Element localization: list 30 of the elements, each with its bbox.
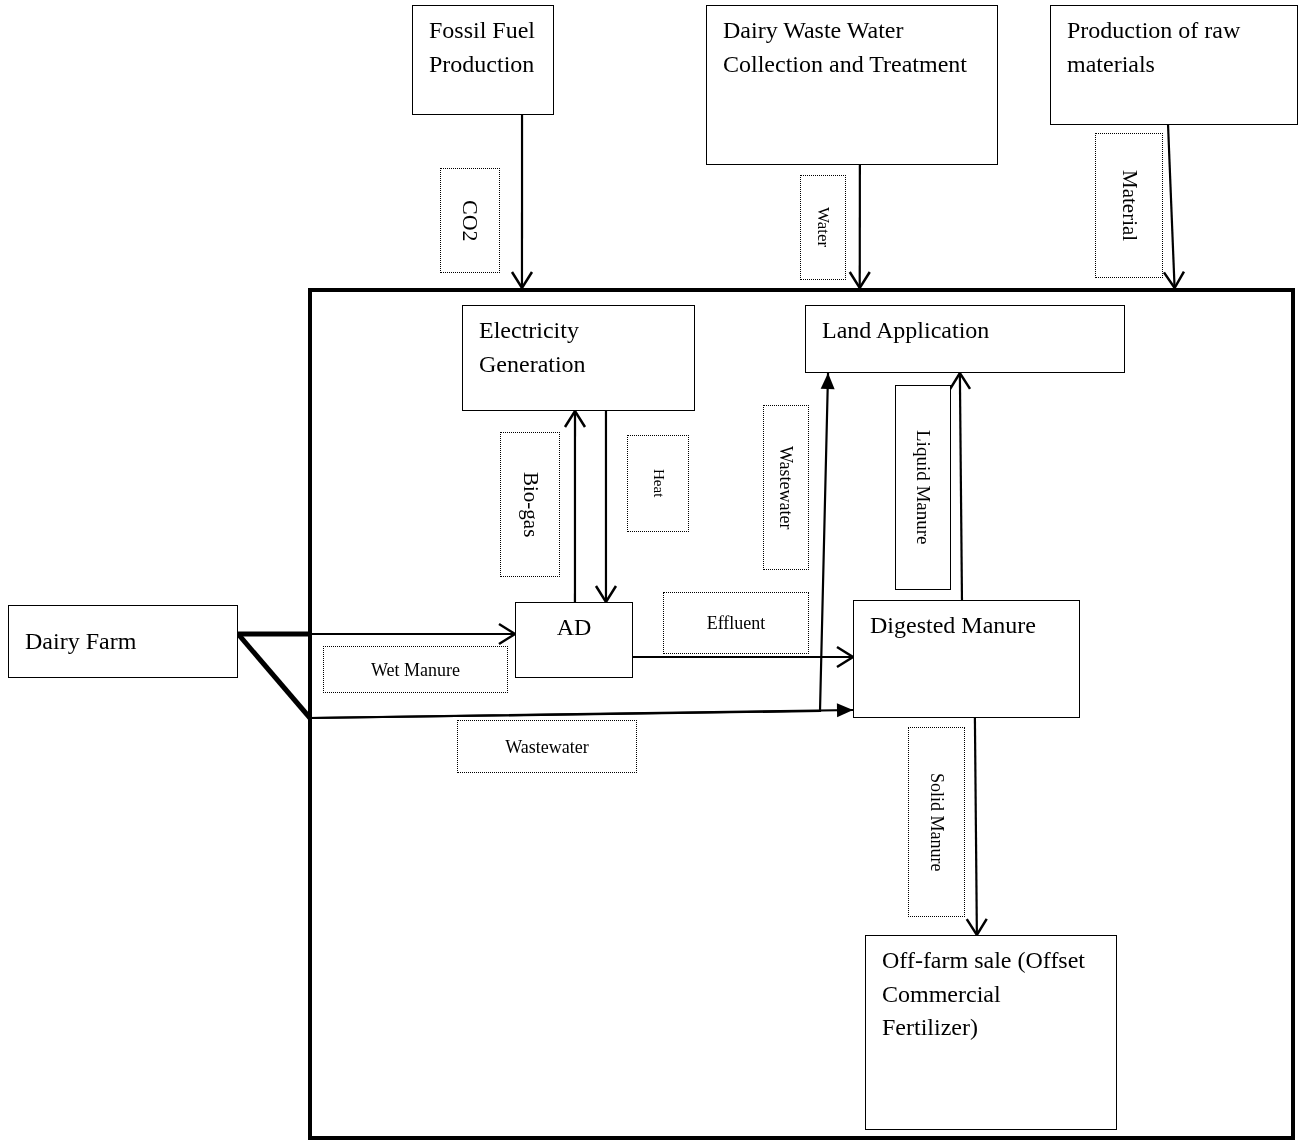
process-box: Digested Manure — [853, 600, 1080, 718]
edge-label: Heat — [627, 435, 689, 532]
edge-label: Bio-gas — [500, 432, 560, 577]
process-box: Dairy Farm — [8, 605, 238, 678]
arrow — [633, 645, 855, 669]
system-boundary — [308, 288, 1295, 1140]
edge-label: Water — [800, 175, 846, 280]
edge-label: Wastewater — [763, 405, 809, 570]
edge-label: Liquid Manure — [895, 385, 951, 590]
arrow — [948, 371, 972, 600]
edge-label: Wastewater — [457, 720, 637, 773]
arrow — [965, 718, 988, 937]
arrow — [848, 165, 871, 290]
arrow — [1162, 124, 1186, 290]
process-box: Production of raw materials — [1050, 5, 1298, 125]
edge-label: Wet Manure — [323, 646, 508, 693]
edge-label: Solid Manure — [908, 727, 965, 917]
process-box: Off-farm sale (Offset Commercial Fertilizer) — [865, 935, 1117, 1130]
arrow — [594, 411, 618, 604]
process-box: Electricity Generation — [462, 305, 695, 411]
arrow — [510, 115, 534, 290]
process-box: AD — [515, 602, 633, 678]
process-box: Land Application — [805, 305, 1125, 373]
edge-label: CO2 — [440, 168, 500, 273]
arrow — [563, 409, 587, 602]
process-box: Dairy Waste Water Collection and Treatment — [706, 5, 998, 165]
thick-line — [238, 631, 310, 637]
edge-label: Effluent — [663, 592, 809, 654]
process-box: Fossil Fuel Production — [412, 5, 554, 115]
edge-label: Material — [1095, 133, 1163, 278]
